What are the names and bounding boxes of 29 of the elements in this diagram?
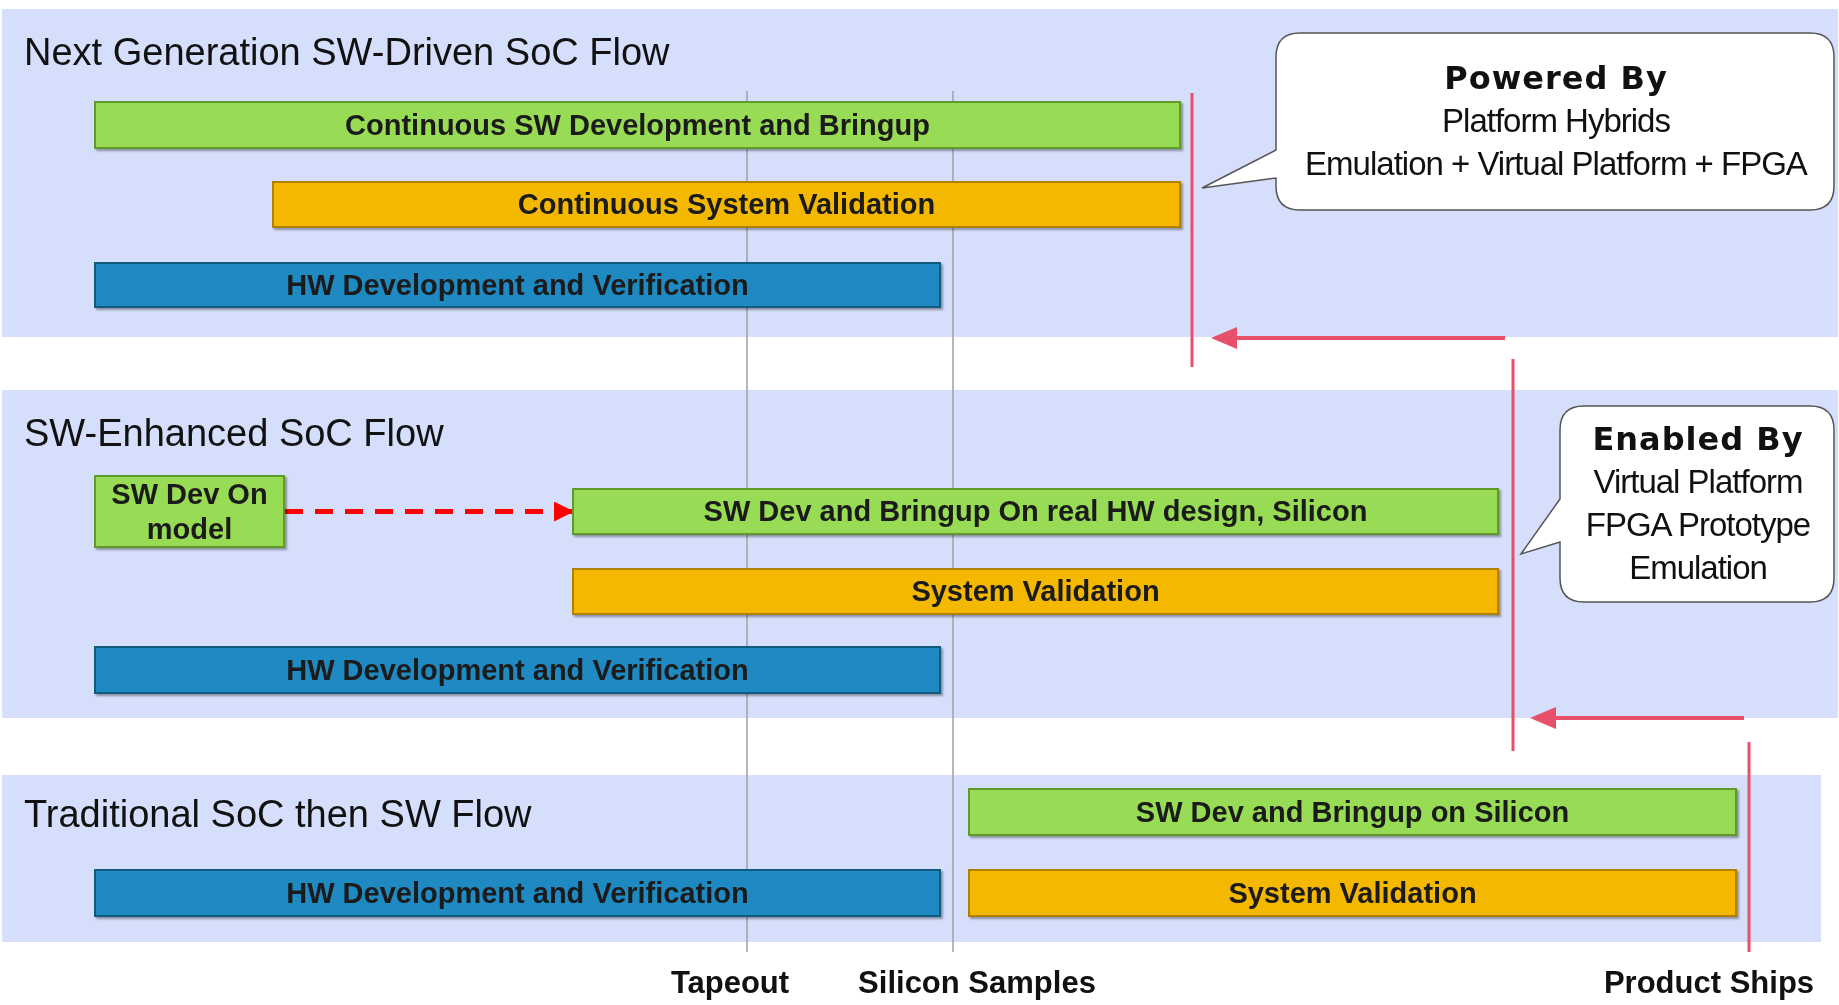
phase-bar: HW Development and Verification xyxy=(94,646,941,694)
flow-band xyxy=(2,9,1838,337)
phase-bar: HW Development and Verification xyxy=(94,869,941,917)
phase-bar: SW Dev and Bringup on Silicon xyxy=(968,788,1737,836)
callout-text: Emulation xyxy=(1629,547,1767,588)
phase-bar: SW Dev and Bringup On real HW design, Silicon xyxy=(572,488,1499,535)
flow-band xyxy=(2,775,1821,942)
callout-text: FPGA Prototype xyxy=(1585,504,1811,545)
callout-heading: Enabled By xyxy=(1592,419,1804,461)
milestone-label: Silicon Samples xyxy=(858,965,1096,1001)
phase-bar: Continuous SW Development and Bringup xyxy=(94,101,1181,149)
callout-text: Virtual Platform xyxy=(1593,461,1803,502)
phase-bar: System Validation xyxy=(968,869,1737,917)
callout-text: Emulation + Virtual Platform + FPGA xyxy=(1305,143,1807,184)
milestone-label: Tapeout xyxy=(670,965,790,1001)
milestone-label: Product Ships xyxy=(1603,965,1815,1001)
callout-bubble xyxy=(1200,32,1836,212)
band-title: SW-Enhanced SoC Flow xyxy=(24,412,444,455)
flow-band xyxy=(2,390,1838,718)
band-title: Traditional SoC then SW Flow xyxy=(24,793,532,836)
phase-bar: System Validation xyxy=(572,568,1499,615)
phase-bar: SW Dev On model xyxy=(94,475,285,548)
callout-bubble xyxy=(1519,405,1836,604)
dashed-arrow xyxy=(285,501,574,522)
band-title: Next Generation SW-Driven SoC Flow xyxy=(24,31,670,74)
phase-bar: Continuous System Validation xyxy=(272,181,1181,228)
callout-heading: Powered By xyxy=(1444,58,1668,100)
phase-bar: HW Development and Verification xyxy=(94,262,941,308)
callout-text: Platform Hybrids xyxy=(1442,100,1670,141)
